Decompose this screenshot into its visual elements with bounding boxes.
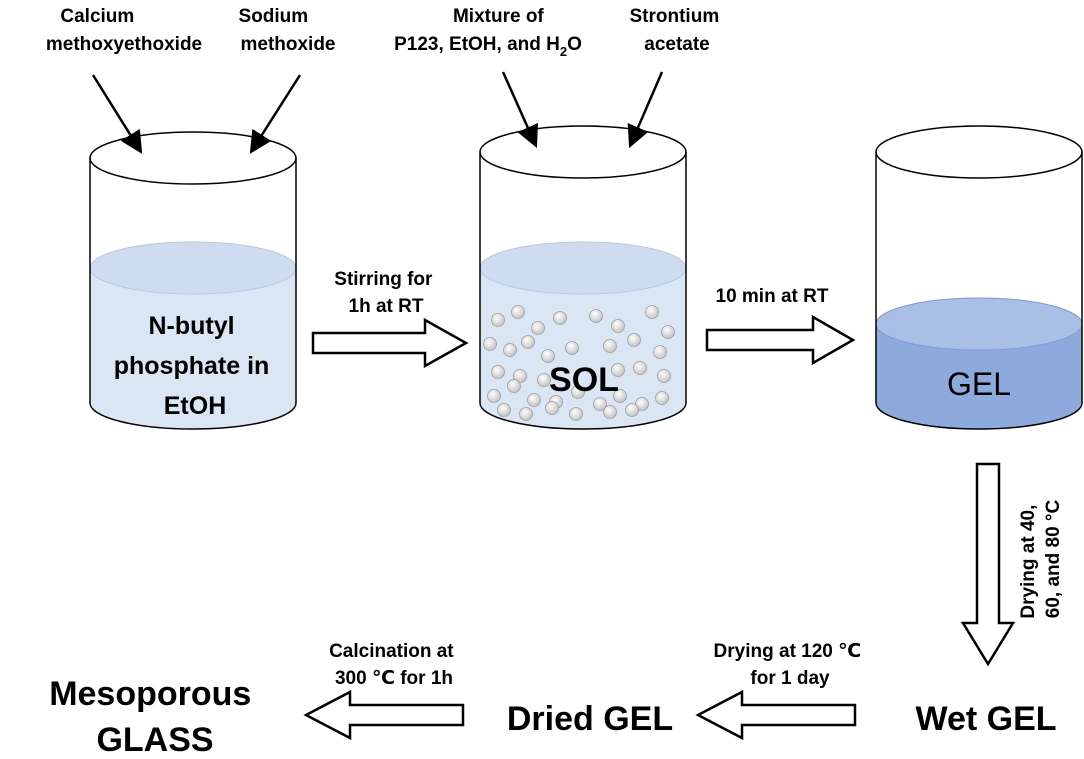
sol-particle [507,379,521,393]
sol-particle [513,369,527,383]
sol-particle [633,361,647,375]
sol-particle [593,397,607,411]
sol-particle [497,403,511,417]
sol-particle [503,343,517,357]
drying-temps-arrow [960,462,1016,667]
stirring-arrow [311,317,469,369]
beaker-phosphate: N-butyl phosphate in EtOH [89,131,297,430]
sol-particle [613,389,627,403]
wet-gel-label: Wet GEL [915,700,1056,738]
sol-particle [541,349,555,363]
sol-particle [571,385,585,399]
sol-particle [661,325,675,339]
mesoporous-glass-label: Mesoporous GLASS [49,675,261,759]
sol-particle [483,337,497,351]
sol-particle [487,389,501,403]
sol-particle [527,393,541,407]
ten-min-arrow [705,314,856,366]
sodium-arrow [249,74,302,154]
sol-particle [565,341,579,355]
sol-particle [537,373,551,387]
sol-particle [569,407,583,421]
calcination-label: Calcination at 300 ℃ for 1h [329,641,459,689]
sol-particle [521,335,535,349]
sol-particle [627,333,641,347]
drying-temps-label: Drying at 40, 60, and 80 °C [1018,499,1064,618]
sol-particle [625,403,639,417]
sol-particle [531,321,545,335]
sol-particle [589,309,603,323]
sol-particle [491,365,505,379]
sol-particle [491,313,505,327]
beaker-sol: SOL [479,125,687,430]
sol-particle [635,397,649,411]
sol-particle [553,311,567,325]
strontium-arrow [627,71,664,149]
beaker-phosphate-label: N-butyl phosphate in EtOH [114,312,277,420]
calcium-arrow [91,74,143,154]
reagent-calcium-label: Calcium methoxyethoxide [46,6,202,55]
sol-particle [611,319,625,333]
sol-particle [611,363,625,377]
sol-particle [545,401,559,415]
calcination-arrow [303,689,465,741]
reagent-mixture-label: Mixture of P123, EtOH, and H2O [394,6,582,59]
ten-min-label: 10 min at RT [716,286,829,307]
sol-particle [519,407,533,421]
reagent-strontium-label: Strontium acetate [630,6,725,55]
mixture-arrow [501,71,539,149]
sol-particle [653,345,667,359]
reagent-sodium-label: Sodium methoxide [239,6,336,55]
drying-120-arrow [695,689,857,741]
sol-particle [655,391,669,405]
sol-particle [603,405,617,419]
sol-particles [483,305,675,421]
beaker-gel-label: GEL [947,366,1011,402]
dried-gel-label: Dried GEL [507,700,673,738]
sol-particle [603,339,617,353]
stirring-label: Stirring for 1h at RT [334,269,437,317]
sol-particle [645,305,659,319]
drying-120-label: Drying at 120 ℃ for 1 day [714,641,867,689]
beaker-gel: GEL [875,125,1083,430]
sol-particle [511,305,525,319]
sol-particle [657,369,671,383]
beaker-sol-label: SOL [549,361,619,399]
